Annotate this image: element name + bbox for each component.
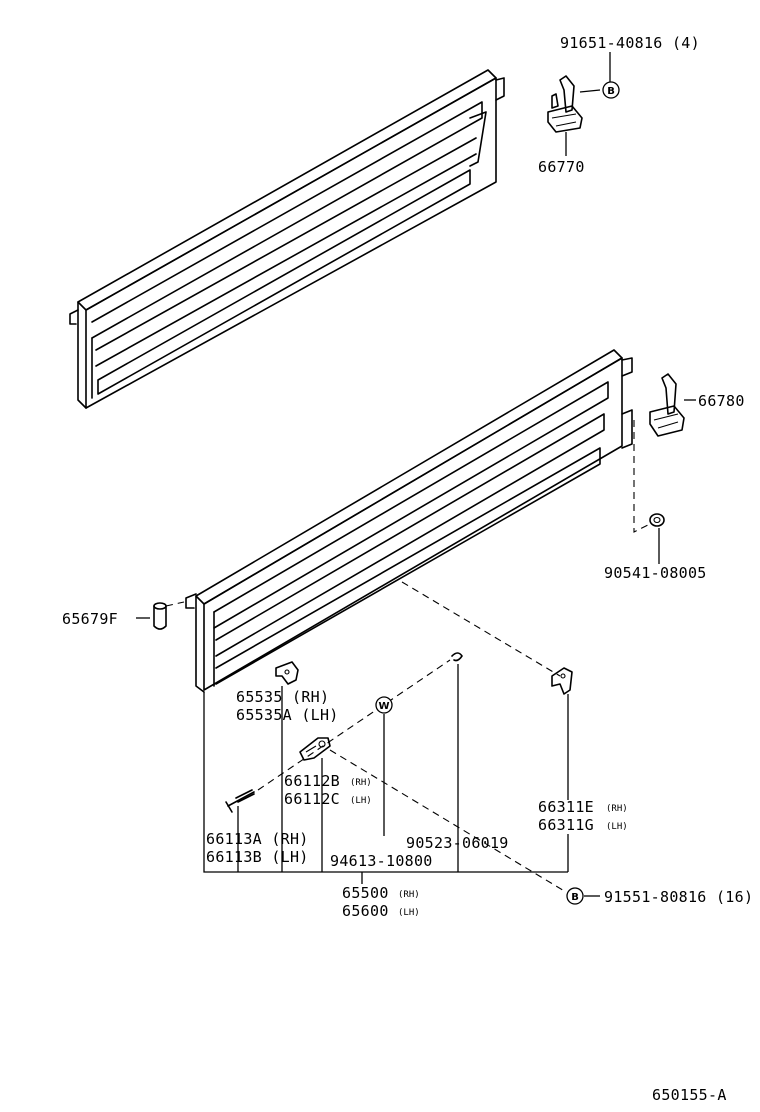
label-91651: 91651-40816 (4) (560, 34, 700, 52)
label-66770: 66770 (538, 158, 585, 176)
label-66780: 66780 (698, 392, 745, 410)
label-65535A: 65535A (LH) (236, 706, 339, 724)
label-90523: 90523-06019 (406, 834, 509, 852)
label-66311E-rh: (RH) (606, 804, 628, 814)
symbol-w-mid: W (375, 696, 393, 714)
hinge-66780 (649, 373, 685, 437)
label-66112C-lh: (LH) (350, 796, 372, 806)
cap-65679F (153, 602, 167, 630)
nut-90541 (649, 513, 665, 527)
label-65600-lh: (LH) (398, 908, 420, 918)
label-66113A: 66113A (RH) (206, 830, 309, 848)
label-66112B-rh: (RH) (350, 778, 372, 788)
latch-66112B (299, 737, 331, 761)
symbol-b-bottom-text: B (571, 892, 579, 903)
rod-66113A (225, 789, 255, 813)
symbol-b-top-text: B (607, 86, 615, 97)
lower-side-panel (185, 349, 633, 693)
dashed-guide-lines (165, 420, 651, 893)
label-66311G: 66311G (538, 816, 594, 834)
symbol-b-bottom: B (566, 887, 584, 905)
label-66112C: 66112C (284, 790, 340, 808)
label-66113B: 66113B (LH) (206, 848, 309, 866)
clip-90523 (451, 652, 463, 662)
symbol-w-mid-text: W (378, 701, 389, 712)
label-90541: 90541-08005 (604, 564, 707, 582)
leader-lines (136, 52, 696, 897)
label-65600: 65600 (342, 902, 389, 920)
label-65500-rh: (RH) (398, 890, 420, 900)
upper-side-panel (69, 69, 505, 409)
label-66311G-lh: (LH) (606, 822, 628, 832)
label-91551: 91551-80816 (16) (604, 888, 753, 906)
symbol-b-top: B (602, 81, 620, 99)
latch-66311E (551, 667, 573, 695)
label-66311E: 66311E (538, 798, 594, 816)
label-94613: 94613-10800 (330, 852, 433, 870)
figure-code: 650155-A (652, 1086, 727, 1104)
label-65535: 65535 (RH) (236, 688, 329, 706)
label-66112B: 66112B (284, 772, 340, 790)
bracket-65535 (275, 661, 299, 685)
label-65500: 65500 (342, 884, 389, 902)
label-65679F: 65679F (62, 610, 118, 628)
hinge-66770 (547, 75, 583, 133)
